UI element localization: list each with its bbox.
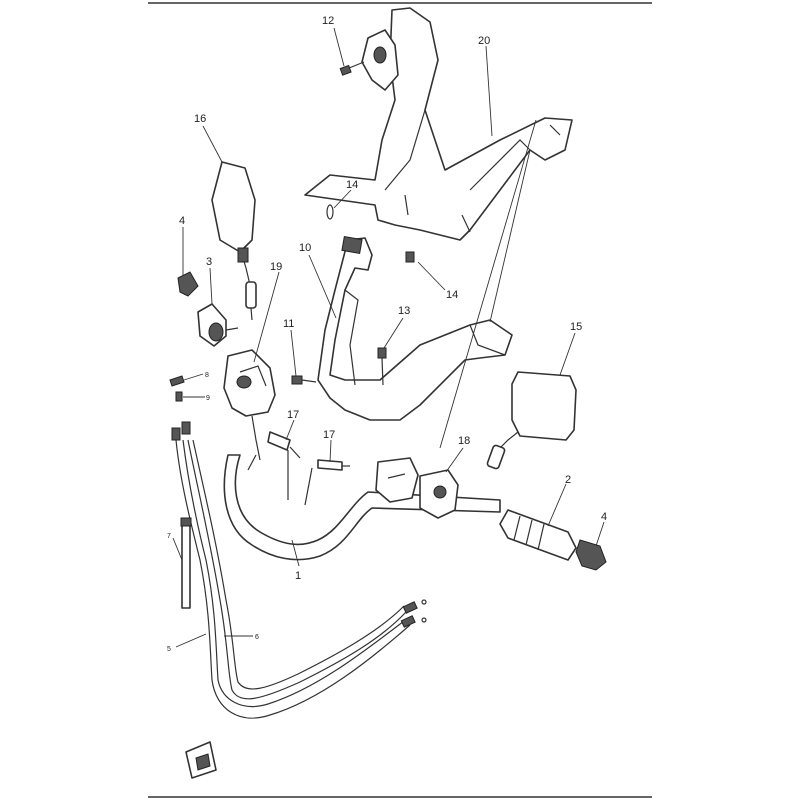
part-9-item (175, 391, 183, 402)
part-1-handlebar (223, 454, 501, 561)
part-4-bar-end-cap-right (575, 539, 607, 571)
cable-ends (171, 421, 427, 628)
part-11-screw (291, 375, 317, 385)
callout-10: 10 (299, 242, 311, 254)
leader-lines (172, 27, 605, 648)
part-19-switch (223, 349, 276, 461)
part-14-clip-lower (405, 251, 415, 263)
callout-14-lower: 14 (446, 289, 458, 301)
part-2-grip (499, 509, 577, 561)
part-12-bracket (339, 29, 399, 91)
callout-4-left: 4 (179, 215, 185, 227)
part-18-switch (375, 457, 459, 519)
callout-15: 15 (570, 321, 582, 333)
callout-16: 16 (194, 113, 206, 125)
callout-14-upper: 14 (346, 179, 358, 191)
part-8-item (169, 375, 185, 387)
part-17-connector-right (304, 459, 350, 506)
part-15-right-mirror (486, 371, 577, 470)
callout-8: 8 (205, 372, 209, 379)
callout-18: 18 (458, 435, 470, 447)
callout-11: 11 (283, 318, 294, 330)
part-6-cable (187, 439, 407, 700)
callout-5: 5 (167, 646, 171, 653)
part-4-bar-end-cap-left (177, 271, 199, 297)
callout-1: 1 (295, 570, 301, 582)
callout-labels: 12 20 16 14 4 10 3 19 14 13 11 15 8 9 17… (167, 15, 607, 653)
part-17-connector-left (267, 431, 301, 500)
part-3-bar-end-weight (197, 303, 239, 347)
part-20-cover (304, 7, 573, 241)
callout-17-right: 17 (323, 429, 335, 441)
callout-19: 19 (270, 261, 282, 273)
callout-20: 20 (478, 35, 490, 47)
part-13-bolt (377, 347, 387, 386)
part-7-cable-tie (180, 517, 192, 609)
callout-3: 3 (206, 256, 212, 268)
callout-9: 9 (206, 395, 210, 402)
callout-4-right: 4 (601, 511, 607, 523)
part-16-left-mirror (211, 161, 257, 321)
callout-17-left: 17 (287, 409, 299, 421)
part-10-bracket (317, 235, 513, 421)
callout-6: 6 (255, 634, 259, 641)
part-14-clip-upper (326, 204, 334, 220)
callout-13: 13 (398, 305, 410, 317)
callout-2: 2 (565, 474, 571, 486)
callout-7: 7 (167, 533, 171, 540)
callout-12: 12 (322, 15, 334, 27)
front-arrow-icon (185, 741, 217, 779)
